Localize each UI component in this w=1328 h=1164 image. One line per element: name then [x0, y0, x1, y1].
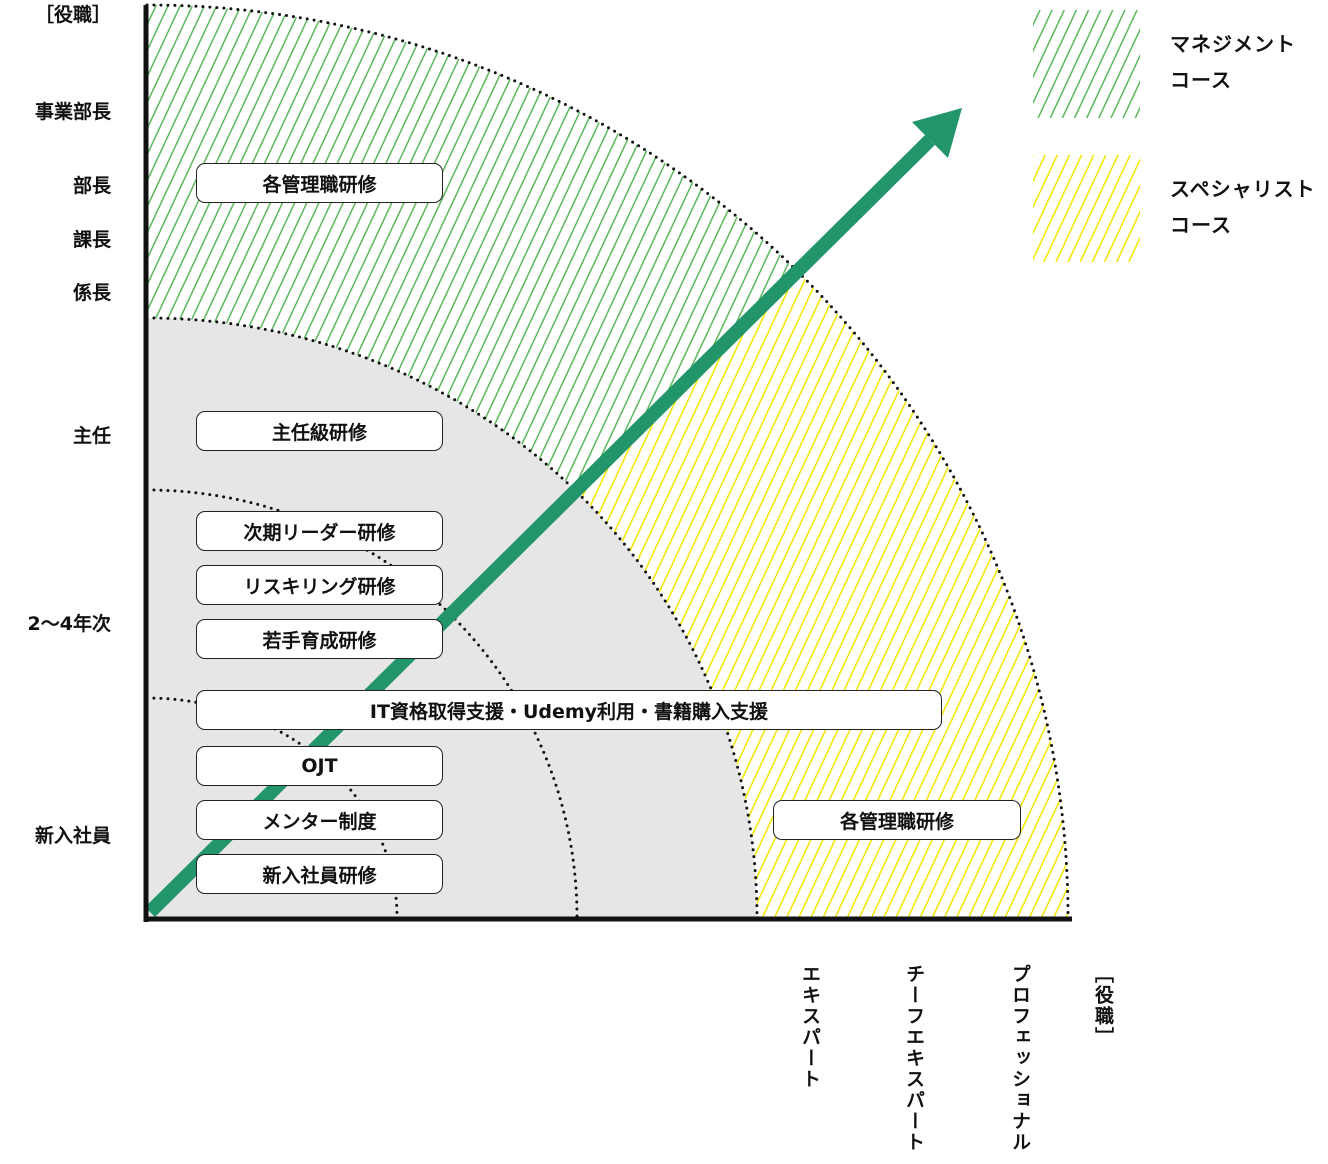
y-level: 部長: [72, 175, 111, 197]
x-axis-title: ［役職］: [1092, 964, 1114, 1048]
legend-management-swatch: [1033, 10, 1140, 118]
legend-management-label: マネジメント コース: [1170, 26, 1296, 98]
x-level: チーフエキスパート: [903, 964, 925, 1153]
y-level: 事業部長: [34, 101, 111, 123]
program-reskilling: リスキリング研修: [196, 565, 443, 605]
legend-line: スペシャリスト: [1170, 177, 1316, 201]
legend-line: コース: [1170, 213, 1232, 237]
legend-line: コース: [1170, 68, 1232, 92]
program-chief-training: 主任級研修: [196, 411, 443, 451]
x-level: エキスパート: [799, 964, 821, 1090]
program-mentor: メンター制度: [196, 800, 443, 840]
growth-arrow-head: [912, 108, 962, 158]
program-next-leader: 次期リーダー研修: [196, 511, 443, 551]
y-level: 課長: [72, 229, 111, 251]
legend-specialist-swatch: [1033, 155, 1140, 262]
program-specialist-management: 各管理職研修: [773, 800, 1021, 840]
y-level: 新入社員: [34, 825, 111, 847]
y-level: 2～4年次: [27, 613, 111, 635]
y-level: 主任: [72, 425, 111, 447]
program-it-support: IT資格取得支援・Udemy利用・書籍購入支援: [196, 690, 942, 730]
y-level: 係長: [72, 282, 111, 304]
program-young-development: 若手育成研修: [196, 619, 443, 659]
legend-line: マネジメント: [1170, 32, 1296, 56]
y-axis-title: ［役職］: [34, 4, 111, 26]
legend-specialist-label: スペシャリスト コース: [1170, 171, 1316, 243]
program-ojt: OJT: [196, 746, 443, 786]
program-management-training: 各管理職研修: [196, 163, 443, 203]
program-new-hire: 新入社員研修: [196, 854, 443, 894]
x-level: プロフェッショナル: [1009, 964, 1031, 1153]
